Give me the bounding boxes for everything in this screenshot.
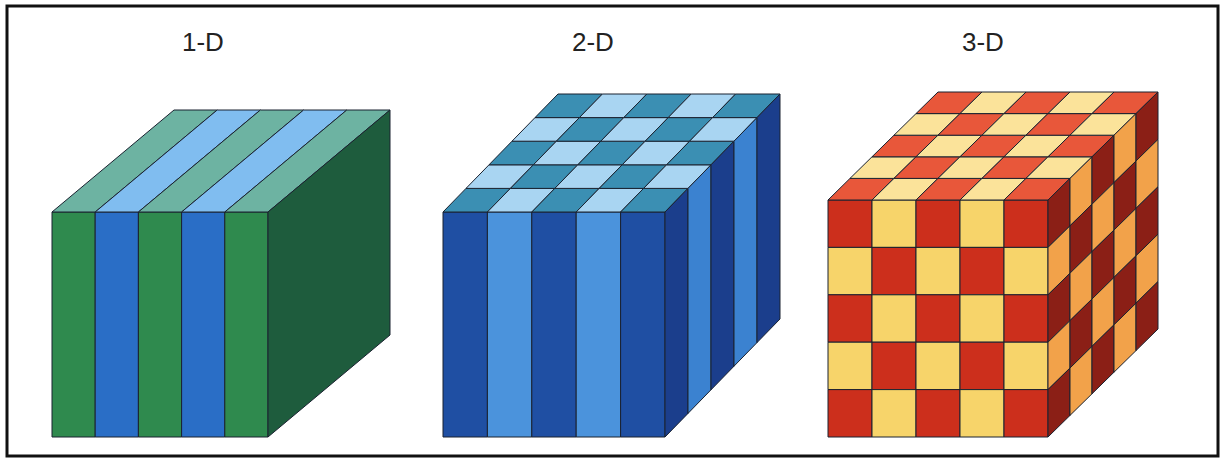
front-face-cell — [872, 342, 916, 389]
front-face-cell — [1004, 342, 1048, 389]
dimension-label: 1-D — [182, 28, 224, 57]
right-face-cell — [734, 118, 757, 367]
dimension-cube — [443, 94, 780, 437]
right-face-cell — [1048, 368, 1070, 437]
right-face-cell — [688, 165, 711, 414]
right-face-cell — [1092, 325, 1114, 394]
front-face-cell — [532, 212, 576, 437]
front-face-cell — [916, 200, 960, 247]
front-face-cell — [916, 390, 960, 437]
right-face-cell — [665, 188, 688, 437]
front-face-cell — [1004, 200, 1048, 247]
right-face-cell — [711, 141, 734, 390]
front-face-cell — [916, 295, 960, 342]
front-face-cell — [1004, 295, 1048, 342]
right-face-cell — [268, 110, 390, 437]
front-face-cell — [1004, 390, 1048, 437]
front-face-cell — [916, 342, 960, 389]
right-face-cell — [757, 94, 780, 343]
front-face-cell — [182, 212, 225, 437]
front-face-cell — [828, 390, 872, 437]
front-face-cell — [225, 212, 268, 437]
dimension-label: 2-D — [572, 28, 614, 57]
front-face-cell — [872, 295, 916, 342]
frame-border — [7, 6, 1218, 456]
front-face-cell — [960, 295, 1004, 342]
front-face-cell — [443, 212, 487, 437]
front-face-cell — [138, 212, 181, 437]
right-face-cell — [1114, 303, 1136, 372]
front-face-cell — [960, 342, 1004, 389]
front-face-cell — [960, 200, 1004, 247]
front-face-cell — [828, 200, 872, 247]
right-face-cell — [1070, 346, 1092, 415]
front-face-cell — [872, 200, 916, 247]
dimension-cube — [828, 92, 1158, 437]
dimension-label: 3-D — [962, 28, 1004, 57]
front-face-cell — [621, 212, 665, 437]
front-face-cell — [52, 212, 95, 437]
front-face-cell — [487, 212, 531, 437]
front-face-cell — [960, 247, 1004, 294]
front-face-cell — [576, 212, 620, 437]
front-face-cell — [872, 247, 916, 294]
front-face-cell — [828, 295, 872, 342]
front-face-cell — [1004, 247, 1048, 294]
dimension-cube — [52, 110, 390, 437]
front-face-cell — [872, 390, 916, 437]
front-face-cell — [828, 342, 872, 389]
front-face-cell — [960, 390, 1004, 437]
front-face-cell — [916, 247, 960, 294]
right-face-cell — [1136, 282, 1158, 351]
front-face-cell — [828, 247, 872, 294]
front-face-cell — [95, 212, 138, 437]
